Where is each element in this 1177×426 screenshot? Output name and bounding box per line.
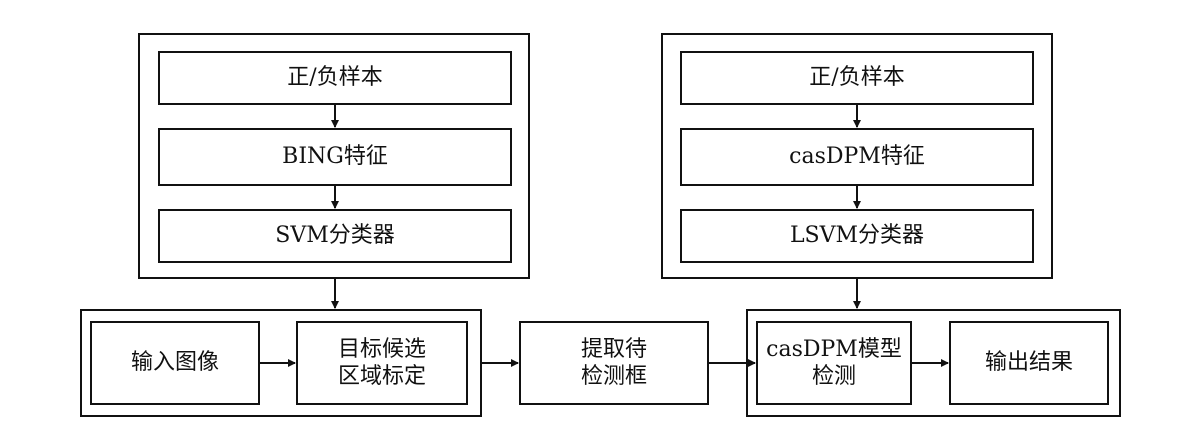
output-result-node: 输出结果 (949, 321, 1109, 405)
right-classifier-node: LSVM分类器 (680, 209, 1034, 263)
right-samples-node: 正/负样本 (680, 51, 1034, 105)
candidate-region-node: 目标候选 区域标定 (296, 321, 468, 405)
left-feature-node: BING特征 (158, 128, 512, 186)
extract-windows-node: 提取待 检测框 (519, 321, 709, 405)
left-samples-node: 正/负样本 (158, 51, 512, 105)
input-image-node: 输入图像 (90, 321, 260, 405)
right-feature-node: casDPM特征 (680, 128, 1034, 186)
casdpm-detect-node: casDPM模型 检测 (756, 321, 912, 405)
left-classifier-node: SVM分类器 (158, 209, 512, 263)
